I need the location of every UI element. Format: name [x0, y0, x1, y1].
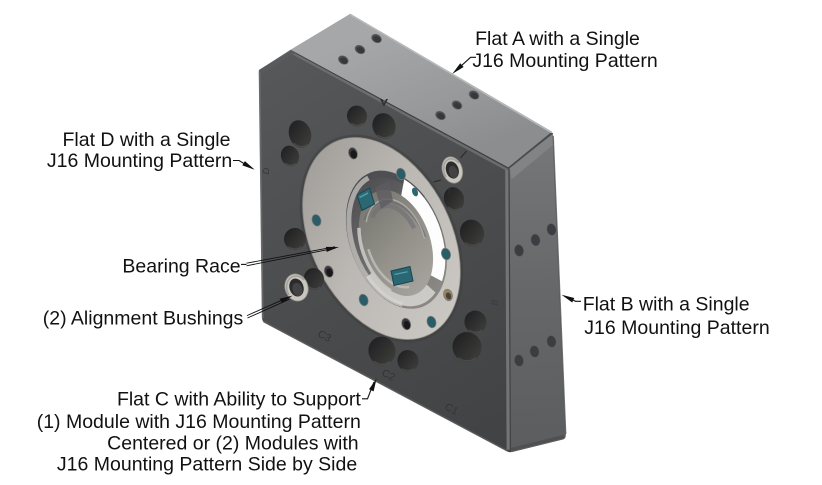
svg-text:C2: C2: [380, 367, 398, 384]
svg-text:C1: C1: [443, 401, 461, 418]
svg-text:(1) Module with J16 Mounting P: (1) Module with J16 Mounting Pattern: [37, 411, 361, 433]
svg-text:Flat D with a Single: Flat D with a Single: [63, 129, 231, 151]
svg-text:J16 Mounting Pattern: J16 Mounting Pattern: [47, 150, 232, 172]
svg-text:D: D: [260, 166, 272, 176]
svg-text:B: B: [489, 298, 500, 306]
svg-text:Flat A with a Single: Flat A with a Single: [475, 28, 640, 50]
svg-text:Centered or (2) Modules with: Centered or (2) Modules with: [107, 433, 358, 455]
svg-text:Flat C with Ability to Support: Flat C with Ability to Support: [117, 388, 361, 410]
svg-text:J16 Mounting Pattern: J16 Mounting Pattern: [472, 50, 657, 72]
svg-text:J16 Mounting Pattern Side by S: J16 Mounting Pattern Side by Side: [57, 454, 357, 476]
svg-text:J16 Mounting Pattern: J16 Mounting Pattern: [584, 317, 769, 339]
svg-text:C3: C3: [316, 328, 334, 345]
svg-text:Bearing Race: Bearing Race: [122, 255, 240, 277]
svg-text:(2) Alignment Bushings: (2) Alignment Bushings: [43, 307, 244, 329]
svg-text:Flat B with a Single: Flat B with a Single: [583, 293, 750, 315]
